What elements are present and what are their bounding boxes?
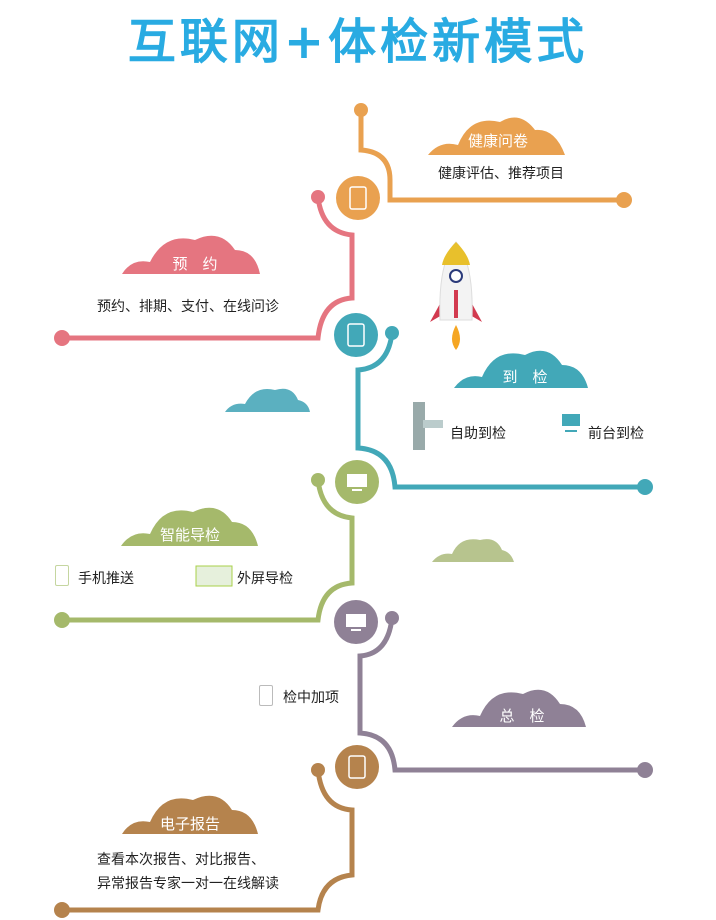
step-desc-booking: 预约、排期、支付、在线问诊 <box>97 299 279 315</box>
step-title-checkin: 到 检 <box>502 368 548 386</box>
kiosk-icon <box>413 402 443 450</box>
tablet-icon <box>348 755 366 779</box>
tablet-icon <box>349 186 367 210</box>
pink-path <box>62 196 355 341</box>
step-desc-report: 查看本次报告、对比报告、 异常报告专家一对一在线解读 <box>97 848 279 896</box>
end-dots <box>54 103 653 918</box>
monitor-icon <box>347 474 367 487</box>
purple-path <box>357 617 645 773</box>
step-desc-questionnaire: 健康评估、推荐项目 <box>438 166 564 182</box>
orange-path <box>358 110 624 203</box>
report-desc-line: 异常报告专家一对一在线解读 <box>97 876 279 892</box>
step-title-summary: 总 检 <box>499 707 545 725</box>
summary-add-items: 检中加项 <box>283 690 339 706</box>
checkin-self: 自助到检 <box>450 426 506 442</box>
screen-thumbnail-icon <box>195 565 233 587</box>
guide-phone-push: 手机推送 <box>78 571 134 587</box>
tablet-icon <box>259 685 273 706</box>
monitor-icon <box>346 614 366 627</box>
page-title: 互联网+体检新模式 <box>127 14 589 70</box>
step-title-guide: 智能导检 <box>159 526 220 544</box>
step-title-questionnaire: 健康问卷 <box>467 132 528 150</box>
phone-icon <box>55 565 69 586</box>
teal-path <box>355 332 645 490</box>
desk-monitor-icon <box>562 414 580 432</box>
brown-path <box>62 769 355 913</box>
checkin-front-desk: 前台到检 <box>588 426 644 442</box>
rocket-illustration <box>430 241 482 350</box>
guide-external-screen: 外屏导检 <box>237 571 293 587</box>
tablet-icon <box>347 323 365 347</box>
step-title-report: 电子报告 <box>159 815 220 833</box>
clouds <box>121 117 588 834</box>
step-title-booking: 预 约 <box>172 255 218 273</box>
report-desc-line: 查看本次报告、对比报告、 <box>97 852 265 868</box>
nodes <box>334 176 380 789</box>
green-path <box>62 479 355 623</box>
